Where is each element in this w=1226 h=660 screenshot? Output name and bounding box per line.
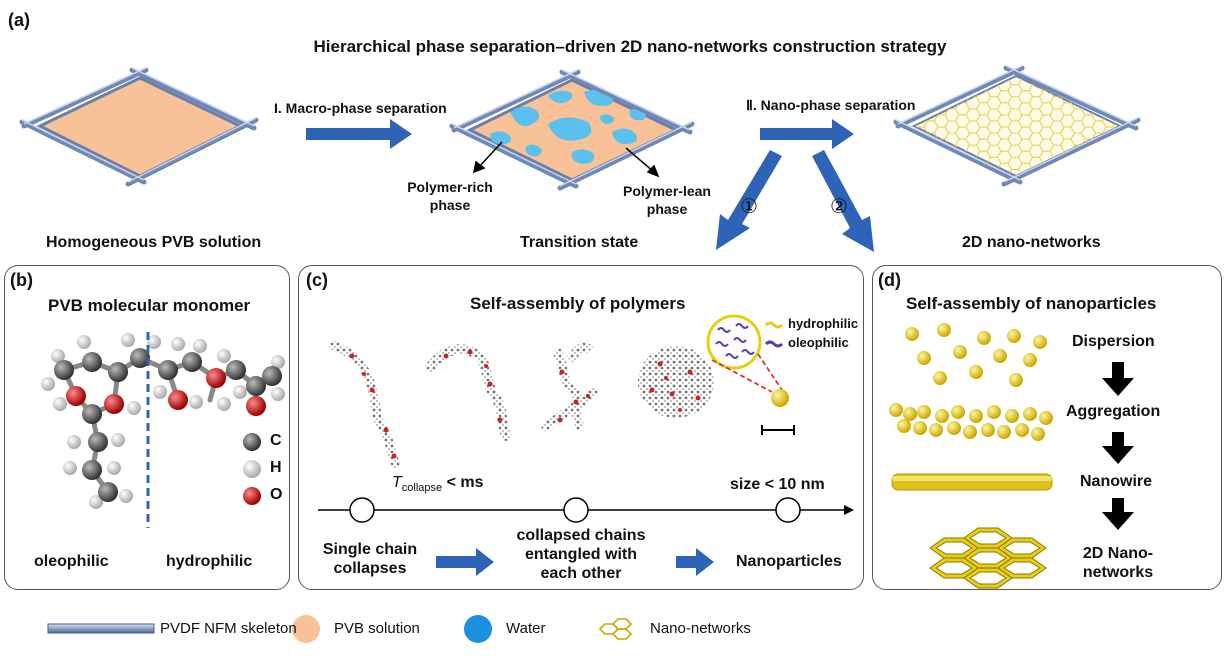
panel-d-title: Self-assembly of nanoparticles xyxy=(906,294,1157,313)
panel-b-letter: (b) xyxy=(10,270,33,290)
panel-d xyxy=(872,265,1222,590)
panel-a-title: Hierarchical phase separation–driven 2D … xyxy=(313,37,947,56)
caption-transition: Transition state xyxy=(520,234,639,251)
size-label: size < 10 nm xyxy=(730,476,825,493)
route-2-marker: ② xyxy=(830,196,848,218)
panel-c-title: Self-assembly of polymers xyxy=(470,294,686,313)
step-aggregation: Aggregation xyxy=(1066,403,1161,420)
hydrophilic-label: hydrophilic xyxy=(166,553,253,570)
route-1-marker: ① xyxy=(740,196,758,218)
atom-legend-o: O xyxy=(270,486,283,503)
legend-skeleton: PVDF NFM skeleton xyxy=(160,620,297,637)
nano-phase-label: Ⅱ. Nano-phase separation xyxy=(746,97,916,113)
step-dispersion: Dispersion xyxy=(1072,333,1155,350)
legend-water: Water xyxy=(506,620,546,637)
caption-homogeneous: Homogeneous PVB solution xyxy=(46,234,262,251)
legend-network: Nano-networks xyxy=(650,620,751,637)
hydrophilic-legend: hydrophilic xyxy=(788,316,859,331)
panel-a-letter: (a) xyxy=(8,10,30,30)
stage-nanoparticles: Nanoparticles xyxy=(736,553,842,570)
panel-c-letter: (c) xyxy=(306,270,328,290)
atom-legend-h: H xyxy=(270,459,282,476)
caption-networks: 2D nano-networks xyxy=(962,234,1101,251)
macro-phase-label: I. Macro-phase separation xyxy=(274,100,447,116)
collapse-time-label: Tcollapse < ms xyxy=(392,474,484,495)
panel-b-title: PVB molecular monomer xyxy=(48,296,251,315)
step-nanowire: Nanowire xyxy=(1080,473,1153,490)
atom-legend-c: C xyxy=(270,432,282,449)
panel-d-letter: (d) xyxy=(878,270,901,290)
oleophilic-legend: oleophilic xyxy=(788,335,849,350)
panel-b xyxy=(4,265,290,590)
oleophilic-label: oleophilic xyxy=(34,553,109,570)
legend-solution: PVB solution xyxy=(334,620,420,637)
panel-c xyxy=(298,265,864,590)
step-2d-networks: 2D Nano-networks xyxy=(1082,545,1154,581)
